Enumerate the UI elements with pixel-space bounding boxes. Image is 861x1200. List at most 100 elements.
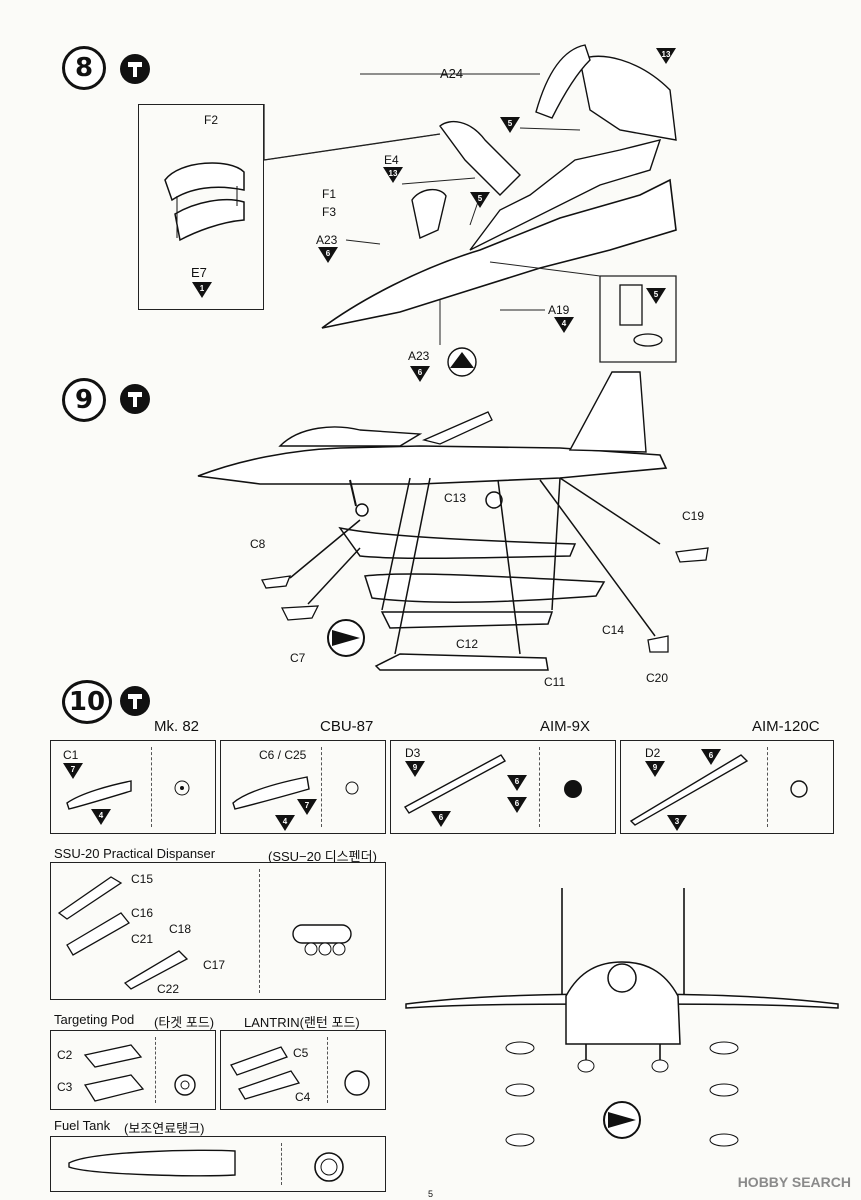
color-number-inset: 5	[653, 290, 659, 299]
color-callout-cbu87-a	[297, 799, 317, 815]
color-callout-a23-bottom	[410, 366, 430, 382]
label-c13: C13	[444, 491, 467, 505]
label-f2: F2	[204, 113, 219, 127]
label-c22: C22	[157, 982, 180, 996]
label-c17: C17	[203, 958, 226, 972]
label-a23-top: A23	[316, 233, 338, 247]
color-callout-aim120c-a	[645, 761, 665, 777]
color-number-aim9x-b: 6	[514, 777, 520, 786]
color-callout-a24	[500, 117, 520, 133]
color-number-e4: 13	[388, 169, 398, 178]
color-number-aim9x-d: 6	[438, 813, 444, 822]
label-a19: A19	[548, 303, 570, 317]
color-number-mk82-b: 4	[98, 811, 104, 820]
label-c7: C7	[290, 651, 306, 665]
step-8-number: 8	[74, 53, 94, 83]
fuel-tank-title-kr: (보조연료탱크)	[124, 1121, 205, 1136]
label-c14: C14	[602, 623, 625, 637]
label-c8: C8	[250, 537, 266, 551]
color-number-cbu87-a: 7	[304, 801, 310, 810]
color-number-f1: 5	[477, 194, 483, 203]
color-callout-aim120c-b	[701, 749, 721, 765]
color-callout-cbu87-b	[275, 815, 295, 831]
color-number-top: 13	[661, 50, 671, 59]
step-10-number: 10	[68, 687, 106, 717]
color-callout-mk82-b	[91, 809, 111, 825]
step-9-number: 9	[74, 385, 94, 415]
lantrin-box: C5 C4	[220, 1030, 386, 1110]
color-number-a24: 5	[507, 119, 513, 128]
mk82-box: C1 7 4	[50, 740, 216, 834]
color-number-aim120c-c: 3	[674, 817, 680, 826]
label-c1: C1	[63, 748, 79, 762]
ssu20-title-kr: (SSU−20 디스펜더)	[268, 849, 377, 864]
label-f3: F3	[322, 205, 337, 219]
color-number-a19: 4	[561, 319, 567, 328]
label-c5: C5	[293, 1046, 309, 1060]
ssu20-box: C15 C16 C21 C18 C17 C22	[50, 862, 386, 1000]
color-number-aim120c-a: 9	[652, 763, 658, 772]
color-number-aim120c-b: 6	[708, 751, 714, 760]
label-d2: D2	[645, 746, 661, 760]
color-callout-inset	[646, 288, 666, 304]
label-c3: C3	[57, 1080, 73, 1094]
label-c6-c25: C6 / C25	[259, 748, 307, 762]
label-c19: C19	[682, 509, 705, 523]
step-8-badge: 8	[62, 46, 106, 90]
label-e4: E4	[384, 153, 399, 167]
color-callout-aim9x-a	[405, 761, 425, 777]
aim9x-box: D3 9 6 6 6	[390, 740, 616, 834]
color-callout-aim9x-d	[431, 811, 451, 827]
color-number-aim9x-c: 6	[514, 799, 520, 808]
cement-bottle-icon	[120, 384, 150, 414]
label-f1: F1	[322, 187, 337, 201]
targeting-pod-title-kr: (타겟 포드)	[154, 1015, 215, 1030]
fuel-tank-title: Fuel Tank	[54, 1118, 111, 1133]
cement-bottle-icon	[120, 54, 150, 84]
color-callout-a23-top	[318, 247, 338, 263]
color-callout-aim9x-c	[507, 797, 527, 813]
label-c21: C21	[131, 932, 154, 946]
label-c4: C4	[295, 1090, 311, 1104]
page-number: 5	[428, 1189, 434, 1199]
label-c20: C20	[646, 671, 669, 685]
step-10-badge: 10	[62, 680, 112, 724]
watermark: HOBBY SEARCH	[737, 1174, 851, 1190]
color-callout-f1	[470, 192, 490, 208]
label-c11: C11	[544, 675, 566, 689]
targeting-pod-title: Targeting Pod	[54, 1012, 135, 1027]
title-cbu87: CBU-87	[320, 718, 374, 735]
label-c2: C2	[57, 1048, 73, 1062]
label-c18: C18	[169, 922, 192, 936]
cbu87-box: C6 / C25 7 4	[220, 740, 386, 834]
color-callout-e4	[383, 167, 403, 183]
ssu20-title: SSU-20 Practical Dispanser	[54, 846, 216, 861]
label-c16: C16	[131, 906, 154, 920]
fuel-tank-box	[50, 1136, 386, 1192]
color-number-a23-bottom: 6	[417, 368, 423, 377]
title-aim9x: AIM-9X	[540, 718, 591, 735]
cement-bottle-icon	[120, 686, 150, 716]
label-d3: D3	[405, 746, 421, 760]
label-a24: A24	[440, 66, 464, 81]
color-number-aim9x-a: 9	[412, 763, 418, 772]
color-number-a23-top: 6	[325, 249, 331, 258]
label-e7: E7	[191, 265, 207, 280]
label-a23-bottom: A23	[408, 349, 430, 363]
aim120c-box: D2 9 6 3	[620, 740, 834, 834]
title-aim120c: AIM-120C	[752, 718, 820, 735]
color-number-cbu87-b: 4	[282, 817, 288, 826]
title-mk82: Mk. 82	[154, 718, 200, 735]
color-callout-top	[656, 48, 676, 64]
color-callout-a19	[554, 317, 574, 333]
color-number-mk82-a: 7	[70, 765, 76, 774]
targeting-pod-box: C2 C3	[50, 1030, 216, 1110]
color-number-e7: 1	[199, 284, 205, 293]
color-callout-e7	[192, 282, 212, 298]
color-callout-aim9x-b	[507, 775, 527, 791]
step-9-badge: 9	[62, 378, 106, 422]
label-c15: C15	[131, 872, 154, 886]
